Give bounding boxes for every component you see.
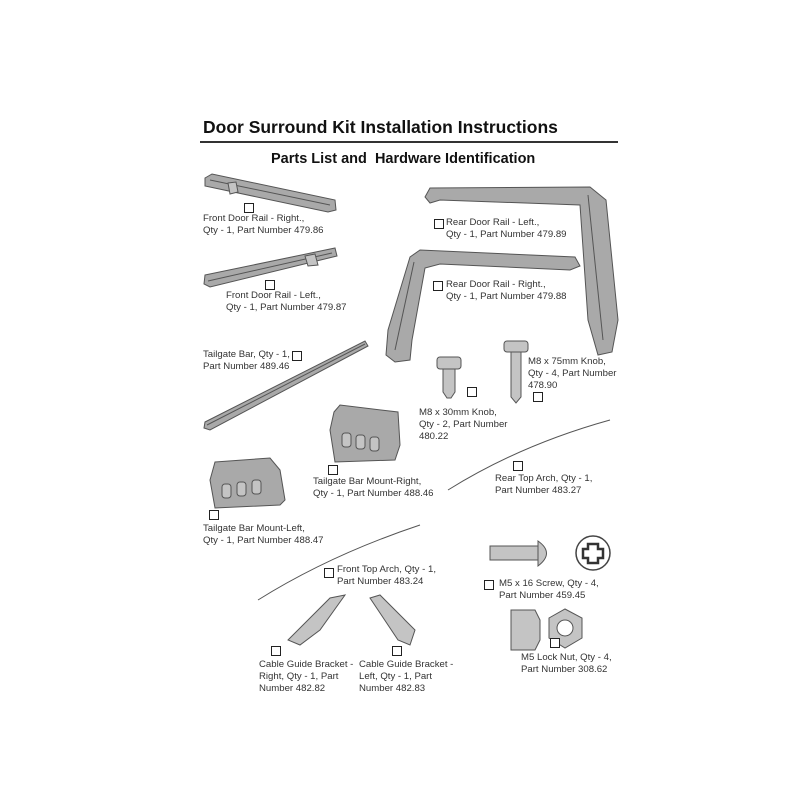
label-front-door-rail-right: Front Door Rail - Right.,Qty - 1, Part N… bbox=[203, 213, 324, 237]
cable-guide-bracket-right-image bbox=[287, 594, 347, 646]
label-line: Qty - 1, Part Number 488.47 bbox=[203, 535, 324, 546]
label-line: Qty - 1, Part Number 479.86 bbox=[203, 225, 324, 236]
rear-door-rail-left-image bbox=[424, 186, 619, 356]
label-line: Rear Top Arch, Qty - 1, bbox=[495, 473, 593, 484]
label-line: Cable Guide Bracket - bbox=[259, 659, 354, 670]
label-line: Number 482.83 bbox=[359, 683, 426, 694]
label-line: 480.22 bbox=[419, 431, 449, 442]
label-line: Qty - 1, Part Number 488.46 bbox=[313, 488, 434, 499]
label-rear-door-rail-left: Rear Door Rail - Left.,Qty - 1, Part Num… bbox=[446, 217, 567, 241]
label-tailgate-bar: Tailgate Bar, Qty - 1,Part Number 489.46 bbox=[203, 349, 290, 373]
checkbox-m8-75mm-knob[interactable] bbox=[533, 392, 543, 402]
label-line: Rear Door Rail - Left., bbox=[446, 217, 540, 228]
document-title: Door Surround Kit Installation Instructi… bbox=[203, 117, 558, 137]
m5-screw-image bbox=[489, 535, 611, 571]
label-line: Tailgate Bar Mount-Right, bbox=[313, 476, 422, 487]
checkbox-m5-lock-nut[interactable] bbox=[550, 638, 560, 648]
label-m5-screw: M5 x 16 Screw, Qty - 4,Part Number 459.4… bbox=[499, 578, 599, 602]
label-line: Qty - 2, Part Number bbox=[419, 419, 508, 430]
label-cable-guide-bracket-left: Cable Guide Bracket -Left, Qty - 1, Part… bbox=[359, 659, 453, 695]
label-line: Front Door Rail - Right., bbox=[203, 213, 305, 224]
label-tailgate-bar-mount-left: Tailgate Bar Mount-Left,Qty - 1, Part Nu… bbox=[203, 523, 324, 547]
label-line: Qty - 1, Part Number 479.87 bbox=[226, 302, 347, 313]
checkbox-front-door-rail-right[interactable] bbox=[244, 203, 254, 213]
label-line: Qty - 1, Part Number 479.89 bbox=[446, 229, 567, 240]
label-m5-lock-nut: M5 Lock Nut, Qty - 4,Part Number 308.62 bbox=[521, 652, 612, 676]
label-rear-top-arch: Rear Top Arch, Qty - 1,Part Number 483.2… bbox=[495, 473, 592, 497]
checkbox-m8-30mm-knob[interactable] bbox=[467, 387, 477, 397]
checkbox-rear-top-arch[interactable] bbox=[513, 461, 523, 471]
label-line: Front Top Arch, Qty - 1, bbox=[337, 564, 436, 575]
tailgate-bar-image bbox=[203, 340, 369, 431]
label-line: Cable Guide Bracket - bbox=[359, 659, 454, 670]
checkbox-cable-guide-bracket-right[interactable] bbox=[271, 646, 281, 656]
label-line: Left, Qty - 1, Part bbox=[359, 671, 433, 682]
checkbox-rear-door-rail-left[interactable] bbox=[434, 219, 444, 229]
label-line: Part Number 459.45 bbox=[499, 590, 586, 601]
rear-top-arch-image bbox=[447, 419, 611, 491]
m5-lock-nut-image bbox=[510, 608, 583, 651]
label-line: M5 x 16 Screw, Qty - 4, bbox=[499, 578, 599, 589]
label-line: Qty - 4, Part Number bbox=[528, 368, 617, 379]
tailgate-bar-mount-left-image bbox=[209, 457, 286, 509]
rear-door-rail-right-image bbox=[385, 249, 581, 363]
label-front-top-arch: Front Top Arch, Qty - 1,Part Number 483.… bbox=[337, 564, 436, 588]
label-line: Part Number 308.62 bbox=[521, 664, 608, 675]
label-line: 478.90 bbox=[528, 380, 558, 391]
checkbox-rear-door-rail-right[interactable] bbox=[433, 281, 443, 291]
label-front-door-rail-left: Front Door Rail - Left.,Qty - 1, Part Nu… bbox=[226, 290, 347, 314]
label-line: M5 Lock Nut, Qty - 4, bbox=[521, 652, 612, 663]
front-door-rail-left-image bbox=[203, 247, 338, 288]
front-door-rail-right-image bbox=[204, 173, 337, 213]
title-rule bbox=[200, 141, 618, 143]
checkbox-tailgate-bar-mount-right[interactable] bbox=[328, 465, 338, 475]
label-line: M8 x 75mm Knob, bbox=[528, 356, 606, 367]
checkbox-cable-guide-bracket-left[interactable] bbox=[392, 646, 402, 656]
checkbox-front-door-rail-left[interactable] bbox=[265, 280, 275, 290]
label-tailgate-bar-mount-right: Tailgate Bar Mount-Right,Qty - 1, Part N… bbox=[313, 476, 434, 500]
label-line: Qty - 1, Part Number 479.88 bbox=[446, 291, 567, 302]
label-line: Number 482.82 bbox=[259, 683, 326, 694]
cable-guide-bracket-left-image bbox=[369, 594, 416, 646]
checkbox-tailgate-bar[interactable] bbox=[292, 351, 302, 361]
m8-75mm-knob-image bbox=[503, 340, 529, 404]
label-line: Rear Door Rail - Right., bbox=[446, 279, 546, 290]
label-line: Tailgate Bar, Qty - 1, bbox=[203, 349, 290, 360]
front-top-arch-image bbox=[257, 524, 421, 601]
label-rear-door-rail-right: Rear Door Rail - Right.,Qty - 1, Part Nu… bbox=[446, 279, 567, 303]
checkbox-front-top-arch[interactable] bbox=[324, 568, 334, 578]
section-subtitle: Parts List and Hardware Identification bbox=[271, 151, 536, 167]
label-line: Right, Qty - 1, Part bbox=[259, 671, 339, 682]
label-line: Part Number 483.24 bbox=[337, 576, 424, 587]
checkbox-m5-screw[interactable] bbox=[484, 580, 494, 590]
m8-30mm-knob-image bbox=[436, 356, 462, 399]
label-line: Part Number 483.27 bbox=[495, 485, 582, 496]
label-line: Part Number 489.46 bbox=[203, 361, 290, 372]
tailgate-bar-mount-right-image bbox=[329, 404, 401, 463]
checkbox-tailgate-bar-mount-left[interactable] bbox=[209, 510, 219, 520]
label-cable-guide-bracket-right: Cable Guide Bracket -Right, Qty - 1, Par… bbox=[259, 659, 353, 695]
label-line: Tailgate Bar Mount-Left, bbox=[203, 523, 305, 534]
label-line: M8 x 30mm Knob, bbox=[419, 407, 497, 418]
label-line: Front Door Rail - Left., bbox=[226, 290, 321, 301]
